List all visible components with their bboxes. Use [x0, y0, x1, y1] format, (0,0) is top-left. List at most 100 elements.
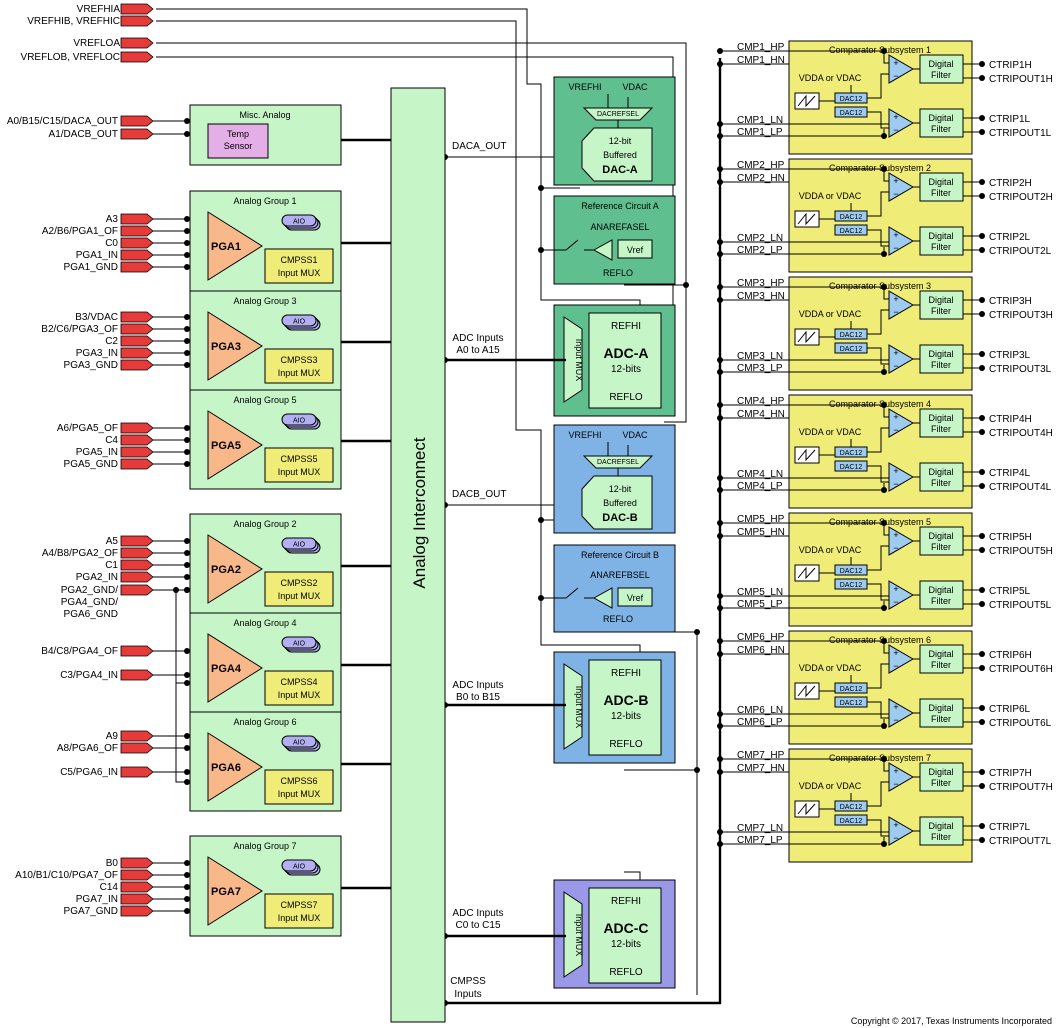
ctrip-output-label: CTRIP4H — [989, 414, 1032, 425]
dac-a-refsel-mux — [582, 107, 654, 121]
daca-out-label: DACA_OUT — [452, 141, 506, 152]
junction-dot — [881, 520, 887, 526]
pin-label: C0 — [105, 238, 118, 249]
junction-dot — [979, 311, 985, 317]
wire — [720, 50, 889, 64]
plus-sign: + — [893, 584, 898, 594]
comparator-high — [888, 526, 914, 556]
junction-dot — [717, 121, 723, 127]
cmpss-mux-box — [264, 670, 334, 706]
analog-group-title: Analog Group 6 — [233, 717, 296, 727]
junction-dot — [979, 297, 985, 303]
cmpss-mux-label-2: Input MUX — [278, 913, 321, 923]
adc-input-mux — [563, 316, 583, 403]
junction-dot — [881, 48, 887, 54]
digital-filter-label-2: Filter — [931, 778, 951, 788]
sawtooth-icon — [797, 684, 816, 698]
pga-amplifier — [207, 732, 263, 802]
junction-dot — [717, 533, 723, 539]
junction-dot — [717, 415, 723, 421]
cmp-hp-label: CMP6_HP — [737, 632, 785, 643]
cmpss-mux-label-1: CMPSS6 — [280, 776, 317, 786]
group-pin-arrow — [120, 261, 154, 273]
vdda-label: VDDA or VDAC — [799, 191, 862, 201]
junction-dot — [184, 779, 190, 785]
pin-label: A2/B6/PGA1_OF — [42, 226, 118, 237]
digital-filter-label-1: Digital — [928, 349, 953, 359]
analog-group-title: Analog Group 7 — [233, 841, 296, 851]
minus-sign: − — [893, 243, 898, 253]
junction-dot — [184, 362, 190, 368]
ramp-generator-icon — [794, 328, 820, 346]
junction-dot — [717, 251, 723, 257]
dac12-label: DAC12 — [840, 110, 863, 117]
junction-dot — [881, 756, 887, 762]
pin-label: C5/PGA6_IN — [60, 767, 118, 778]
junction-dot — [538, 185, 544, 191]
vdda-label: VDDA or VDAC — [799, 427, 862, 437]
junction-dot — [184, 884, 190, 890]
pin-label: A5 — [106, 536, 119, 547]
temp-sensor-box — [207, 123, 269, 159]
digital-filter-label-1: Digital — [928, 767, 953, 777]
plus-sign: + — [893, 466, 898, 476]
digital-filter-label-1: Digital — [928, 231, 953, 241]
adc-refhi: REFHI — [611, 668, 641, 679]
junction-dot — [717, 829, 723, 835]
junction-dot — [881, 605, 887, 611]
digital-filter-label-2: Filter — [931, 424, 951, 434]
group-pin-arrow — [120, 347, 154, 359]
junction-dot — [881, 402, 887, 408]
cmpss-mux-label-1: CMPSS1 — [280, 255, 317, 265]
cmp-hn-label: CMP7_HN — [737, 763, 785, 774]
cmp-ln-label: CMP3_LN — [737, 351, 783, 362]
junction-dot — [717, 841, 723, 847]
dac-a-name: DAC-A — [602, 164, 637, 176]
junction-dot — [881, 841, 887, 847]
adc-name: ADC-B — [603, 692, 648, 708]
interconnect-bar — [390, 87, 446, 1023]
dacb-out-label: DACB_OUT — [452, 489, 506, 500]
digital-filter-label-1: Digital — [928, 59, 953, 69]
junction-dot — [694, 629, 700, 635]
dac12-label: DAC12 — [840, 700, 863, 707]
plus-sign: + — [893, 348, 898, 358]
group-pin-arrow — [120, 458, 154, 470]
dac12-label: DAC12 — [840, 582, 863, 589]
vdda-label: VDDA or VDAC — [799, 663, 862, 673]
junction-dot — [184, 314, 190, 320]
aio-badge — [281, 413, 317, 426]
pga-label: PGA5 — [211, 440, 241, 452]
pga-label: PGA6 — [211, 762, 241, 774]
junction-dot — [184, 338, 190, 344]
reference-circuit-a: Reference Circuit A ANAREFASEL Vref REFL… — [541, 195, 676, 285]
junction-dot — [717, 475, 723, 481]
junction-dot — [979, 365, 985, 371]
group-pin-arrow — [120, 535, 154, 547]
ctrip-output-label: CTRIP2H — [989, 178, 1032, 189]
ctrip-output-label: CTRIPOUT7L — [989, 836, 1052, 847]
pga-label: PGA1 — [211, 241, 241, 253]
wire — [819, 781, 889, 837]
junction-dot — [979, 61, 985, 67]
adc-mux-label: Input MUX — [574, 686, 584, 729]
cmp-ln-label: CMP4_LN — [737, 469, 783, 480]
ctrip-output-label: CTRIPOUT3H — [989, 310, 1053, 321]
aio-badge — [281, 214, 317, 227]
ctrip-output-label: CTRIPOUT1H — [989, 74, 1053, 85]
digital-filter-label-2: Filter — [931, 542, 951, 552]
pin-label: C3/PGA4_IN — [60, 670, 118, 681]
group-pin-arrow — [120, 669, 154, 681]
cmp-hn-label: CMP2_HN — [737, 173, 785, 184]
junction-dot — [979, 115, 985, 121]
dac12-label: DAC12 — [840, 96, 863, 103]
group-pin-arrow — [120, 905, 154, 917]
ctrip-output-label: CTRIPOUT2H — [989, 192, 1053, 203]
pga-amplifier — [207, 534, 263, 604]
comparator-high — [888, 644, 914, 674]
